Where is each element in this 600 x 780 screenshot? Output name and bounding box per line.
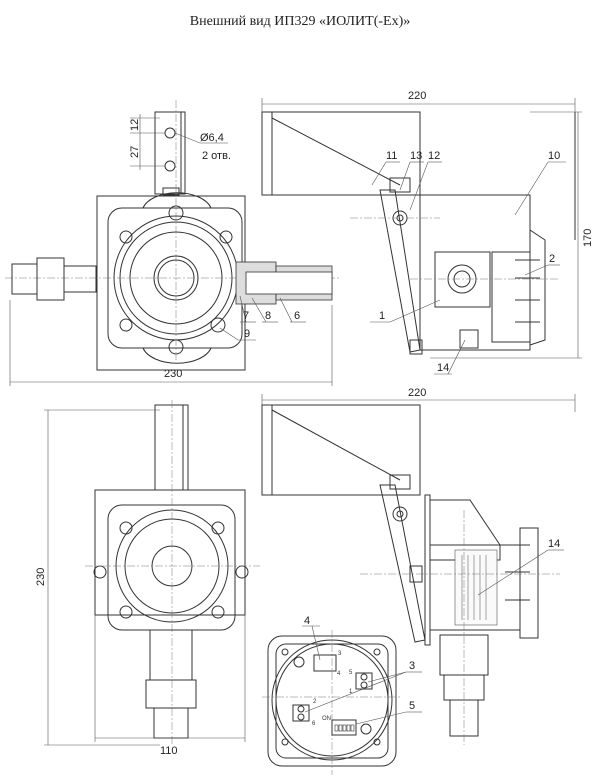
dip-switch-5 xyxy=(331,719,357,736)
screw-9 xyxy=(210,317,226,333)
hood-strut xyxy=(379,484,426,643)
front-view-top: 12 27 Ø6,4 2 отв. 230 7 8 6 9 xyxy=(5,100,340,386)
pcb-view: ON 3 4 5 1 2 6 4 3 5 xyxy=(262,615,422,775)
front-view-bottom: 230 110 xyxy=(35,400,260,757)
hood-strut xyxy=(379,189,421,353)
dim-hole-diameter: Ø6,4 xyxy=(200,132,224,144)
callout-11: 11 xyxy=(386,150,397,162)
callout-7: 7 xyxy=(243,310,249,322)
callout-8: 8 xyxy=(265,310,271,322)
terminal-block-3b xyxy=(292,704,310,722)
callout-10: 10 xyxy=(548,150,560,162)
callout-13: 13 xyxy=(410,150,422,162)
side-view-top: 220 170 11 13 12 10 2 1 14 xyxy=(261,90,594,375)
callout-12: 12 xyxy=(428,150,440,162)
callout-5: 5 xyxy=(409,700,415,712)
dim-front-width: 230 xyxy=(164,368,182,380)
dip-switch-on-label: ON xyxy=(322,716,331,722)
housing-plate xyxy=(94,489,246,616)
terminal-label: 3 xyxy=(338,651,342,657)
callout-6: 6 xyxy=(294,310,300,322)
cable-gland-left xyxy=(11,263,38,295)
nameplate xyxy=(454,549,498,626)
dim-side-width: 220 xyxy=(408,90,426,102)
dim-bracket-pitch: 27 xyxy=(129,146,141,158)
callout-14-bottom: 14 xyxy=(548,538,560,550)
terminal-label: 2 xyxy=(313,699,317,705)
cable-gland-bottom xyxy=(149,629,193,681)
mount-hole xyxy=(164,127,176,139)
terminal-block-4 xyxy=(313,654,337,672)
dim-side-height: 170 xyxy=(582,229,594,247)
terminal-label: 5 xyxy=(349,670,353,676)
terminal-label: 1 xyxy=(349,689,353,695)
callout-3: 3 xyxy=(409,660,415,672)
dim-front-height: 230 xyxy=(35,568,47,586)
callout-4: 4 xyxy=(304,615,310,627)
weather-hood xyxy=(261,404,421,496)
flange-side xyxy=(491,251,531,343)
flange xyxy=(107,504,236,631)
terminal-label: 4 xyxy=(337,671,341,677)
dim-bracket-top: 12 xyxy=(129,119,141,131)
dim-side-bottom-width: 220 xyxy=(408,387,426,399)
callout-9: 9 xyxy=(244,328,250,340)
callout-2: 2 xyxy=(549,253,555,265)
mounting-bracket xyxy=(154,111,186,195)
dim-front-bottom-width: 110 xyxy=(160,745,178,757)
drawing-title: Внешний вид ИП329 «ИОЛИТ(-Ex)» xyxy=(189,14,411,29)
terminal-label: 6 xyxy=(312,721,316,727)
callout-1: 1 xyxy=(379,310,385,322)
callout-14-top: 14 xyxy=(437,362,449,374)
mount-hole xyxy=(164,160,176,172)
side-view-bottom: 220 14 xyxy=(261,387,576,745)
dim-hole-count: 2 отв. xyxy=(202,150,231,162)
cable-entry-side xyxy=(434,251,491,308)
